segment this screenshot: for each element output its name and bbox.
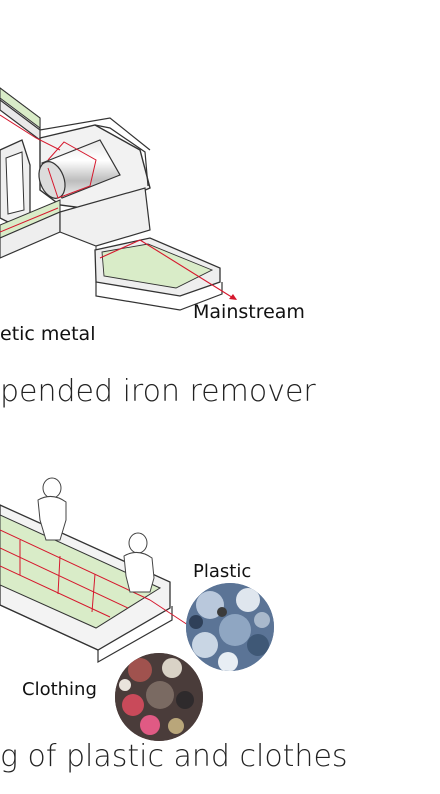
sorting-caption: g of plastic and clothes	[0, 739, 348, 774]
worker-figure-icon	[123, 532, 155, 593]
clothing-waste-photo	[115, 653, 203, 741]
plastic-waste-photo	[186, 583, 274, 671]
plastic-label: Plastic	[193, 561, 251, 582]
iron-remover-machine	[0, 87, 237, 311]
iron-remover-caption: pended iron remover	[0, 374, 316, 409]
magnetic-metal-label: etic metal	[0, 323, 95, 345]
clothing-label: Clothing	[22, 679, 97, 700]
sorting-conveyor	[0, 504, 189, 664]
worker-figure-icon	[37, 477, 67, 541]
mainstream-label: Mainstream	[193, 301, 305, 323]
